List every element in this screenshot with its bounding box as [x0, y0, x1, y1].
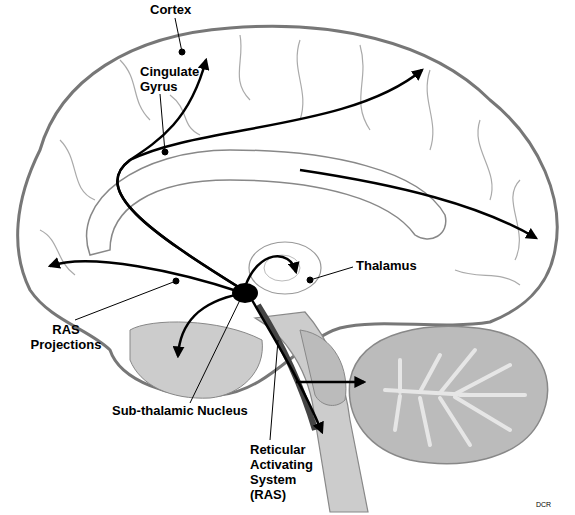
thalamus-shape — [249, 242, 321, 294]
cerebellum — [349, 327, 547, 464]
structure-label: Reticular Activating System (RAS) — [250, 442, 328, 502]
leader-lines — [75, 18, 353, 440]
author-mark: DCR — [536, 500, 551, 509]
sub-thalamic-nucleus — [232, 283, 258, 303]
sulci-lines — [40, 35, 520, 285]
corpus-callosum — [87, 150, 446, 255]
temporal-lobe — [130, 322, 262, 398]
structure-label: Cingulate Gyrus — [140, 64, 212, 94]
structure-label: Cortex — [150, 2, 191, 17]
pons — [300, 330, 346, 405]
structure-label: RAS Projections — [22, 322, 110, 352]
cerebellum-tree — [385, 350, 525, 445]
structure-label: Thalamus — [356, 258, 417, 273]
structure-label: Sub-thalamic Nucleus — [112, 403, 248, 418]
ras-projection-arrows — [50, 60, 536, 432]
